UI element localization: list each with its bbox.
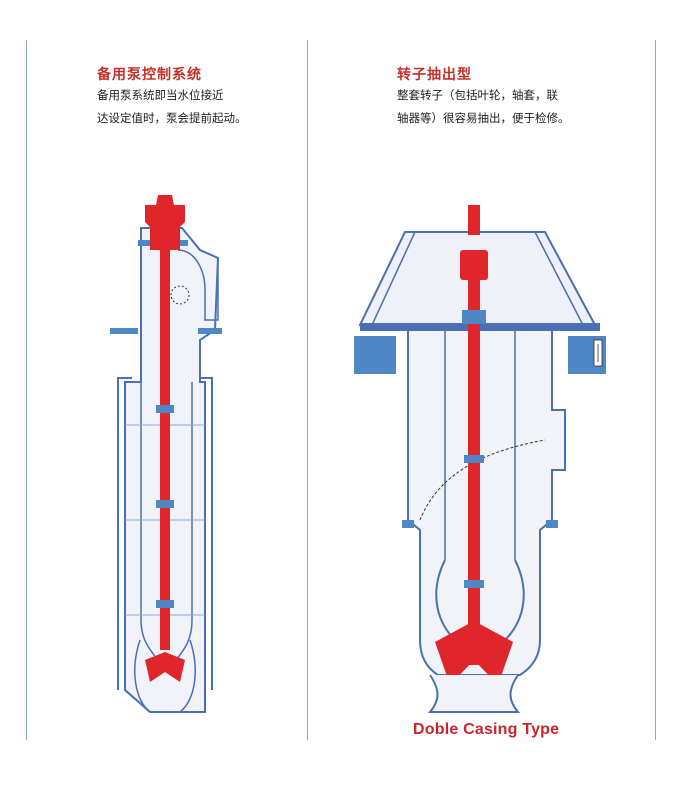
standby-pump-casing [124,227,220,713]
pump-shaft [468,280,480,665]
left-panel-line-1: 备用泵系统即当水位接近 [97,88,224,102]
figure-caption: Doble Casing Type [413,721,560,738]
standby-pump-diagram [110,195,222,713]
left-panel-line-2: 达设定值时，泵会提前起动。 [97,111,247,125]
motor-coupling-icon [145,195,185,228]
left-panel-title: 备用泵控制系统 [97,67,202,83]
standby-pump-coupling-base [150,228,180,250]
standby-pump-port [170,285,190,305]
pump-impeller-icon [145,652,185,682]
impeller [435,622,513,685]
standby-pump-shaft [160,250,170,650]
outer-casing [407,331,566,676]
standby-pump-flange-left [110,328,138,334]
drive-coupling-hub [460,250,488,280]
right-panel-title: 转子抽出型 [397,67,472,83]
divider-right [655,40,656,740]
double-casing-pump-diagram [354,205,606,713]
inner-column [444,331,516,560]
right-panel-line-2: 轴器等）很容易抽出，便于检修。 [397,111,570,125]
divider-left [26,40,27,740]
right-panel-line-1: 整套转子（包括叶轮，轴套，联 [397,88,558,102]
standby-pump-bellmouth [134,639,196,713]
standby-pump-flange-right [198,328,222,334]
inner-bowl [435,559,525,641]
suction-bell [427,674,521,713]
mounting-block-left [354,336,396,374]
standby-pump-rail-right [200,377,213,690]
divider-middle [307,40,308,740]
left-panel-description: 备用泵系统即当水位接近 达设定值时，泵会提前起动。 [97,84,247,130]
standby-pump-rail-left [117,377,132,690]
standby-pump-discharge-elbow [177,249,219,321]
right-panel-description: 整套转子（包括叶轮，轴套，联 轴器等）很容易抽出，便于检修。 [397,84,570,130]
drive-coupling [468,205,480,235]
pressure-gauge-icon [593,339,603,367]
